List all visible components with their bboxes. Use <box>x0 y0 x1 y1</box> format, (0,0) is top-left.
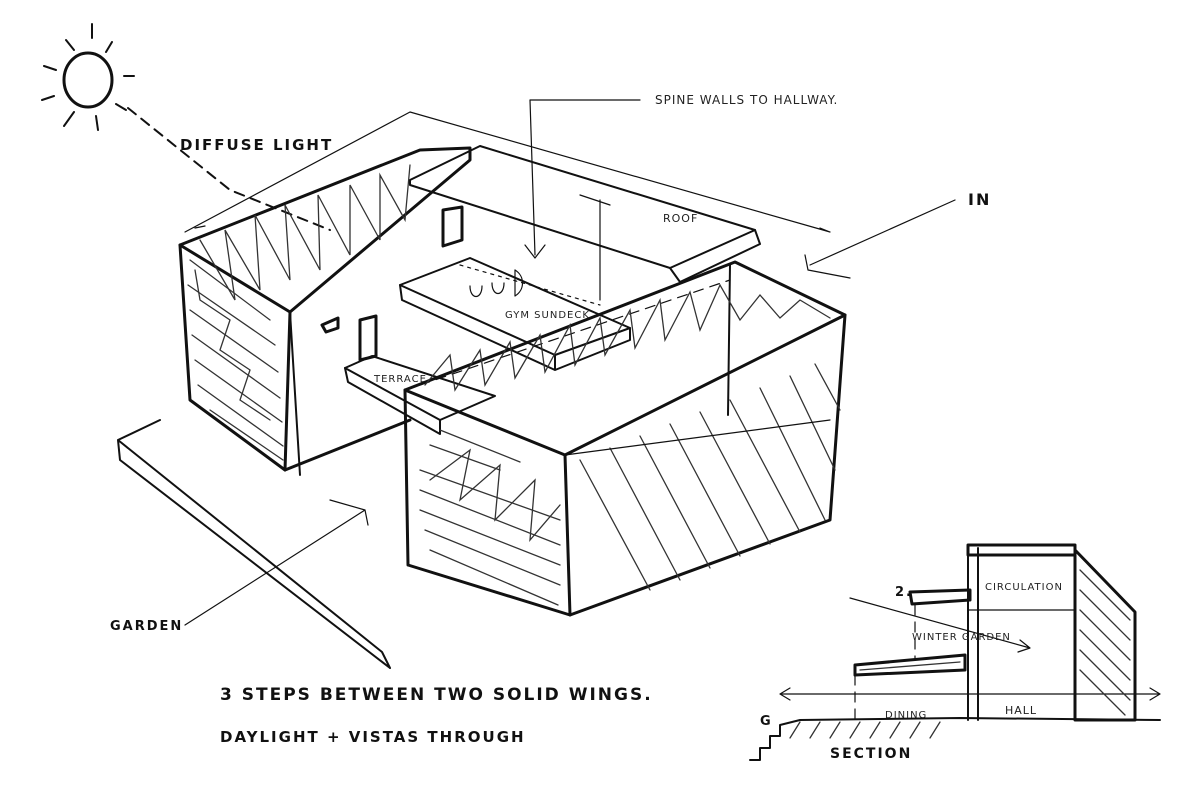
label-level-g: G <box>760 714 773 729</box>
label-in: IN <box>968 190 991 209</box>
label-terrace: TERRACE <box>373 374 427 385</box>
roof-dimension-line <box>184 111 831 233</box>
label-circulation: CIRCULATION <box>985 582 1063 593</box>
label-diffuse-light: DIFFUSE LIGHT <box>180 136 333 154</box>
spine-leader <box>524 99 641 259</box>
label-level-2: 2. <box>895 585 913 600</box>
note-line-1: 3 STEPS BETWEEN TWO SOLID WINGS. <box>220 685 653 705</box>
label-garden: GARDEN <box>110 619 183 634</box>
in-arrow <box>804 199 956 279</box>
ground-slab <box>117 419 391 669</box>
label-spine-walls: SPINE WALLS TO HALLWAY. <box>655 93 838 107</box>
label-winter-garden: WINTER GARDEN <box>912 632 1011 643</box>
roof-plane: ROOF <box>409 145 761 301</box>
label-dining: DINING <box>885 710 927 721</box>
right-wing <box>403 260 847 617</box>
garden-arrow <box>184 499 369 626</box>
light-ray <box>127 107 331 231</box>
label-gym-sundeck: GYM SUNDECK <box>505 310 590 321</box>
label-section: SECTION <box>830 746 912 762</box>
label-roof: ROOF <box>663 212 698 225</box>
terrace-slab: TERRACE <box>344 355 496 435</box>
section-drawing: 2. G CIRCULATION WINTER GARDEN DINING HA… <box>749 543 1161 762</box>
note-line-2: DAYLIGHT + VISTAS THROUGH <box>220 728 526 746</box>
label-spine-walls-text: SPINE WALLS TO HALLWAY. <box>655 93 838 107</box>
sun-icon <box>41 23 135 131</box>
label-hall: HALL <box>1005 704 1037 717</box>
left-wing <box>178 146 472 476</box>
gym-sundeck-slab: GYM SUNDECK <box>399 257 631 371</box>
left-wing-interior <box>320 205 464 362</box>
